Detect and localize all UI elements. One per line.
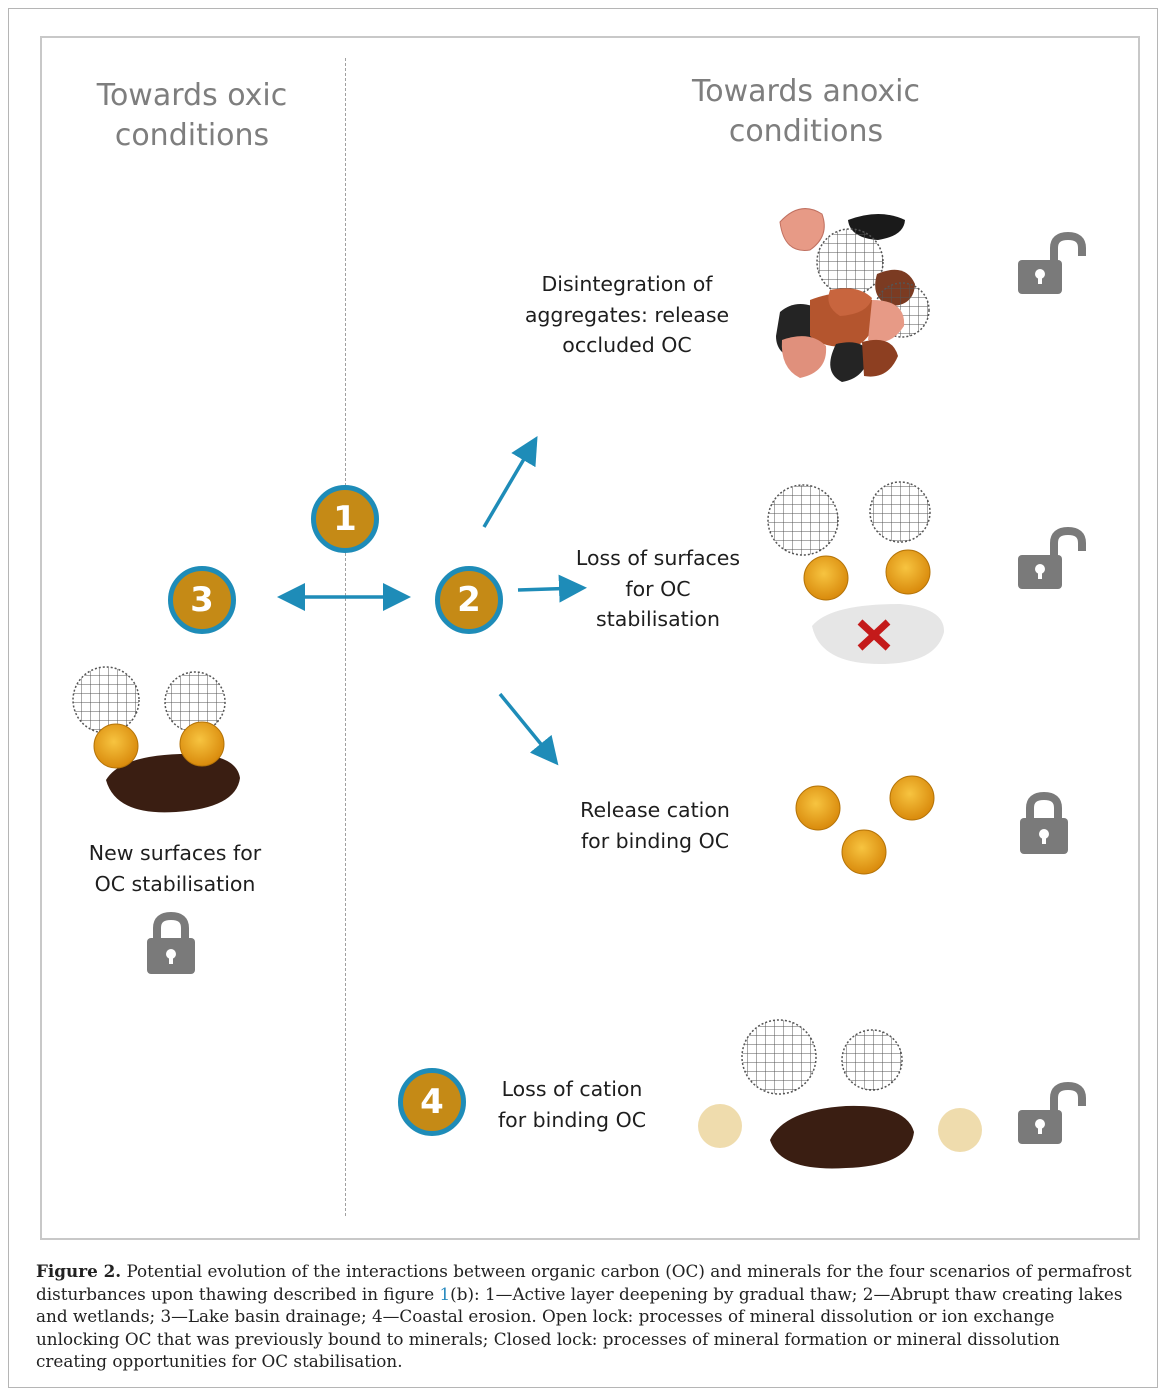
caption-figure-label: Figure 2. [36, 1261, 122, 1281]
label-disintegration: Disintegration of aggregates: release oc… [512, 269, 742, 361]
badge-3: 3 [168, 566, 236, 634]
label-new-surfaces-line1: New surfaces for [88, 841, 262, 865]
label-loss-cation-line1: Loss of cation [501, 1077, 643, 1101]
illustrations-layer [72, 208, 982, 1169]
loss-of-surfaces-illustration [767, 481, 945, 664]
arrows-layer [277, 435, 587, 766]
caption-text-part2: (b): 1—Active layer deepening by gradual… [36, 1283, 1123, 1372]
heading-anoxic: Towards anoxic conditions [656, 72, 956, 152]
released-cations-illustration [795, 775, 935, 875]
heading-oxic-line1: Towards oxic [96, 78, 288, 113]
heading-oxic: Towards oxic conditions [62, 76, 322, 156]
heading-anoxic-line1: Towards anoxic [692, 74, 920, 109]
label-release-cation: Release cation for binding OC [562, 795, 748, 856]
label-new-surfaces-line2: OC stabilisation [94, 871, 256, 896]
label-release-cation-line1: Release cation [580, 798, 730, 822]
label-loss-cation-line2: for binding OC [497, 1107, 647, 1132]
loss-of-cation-illustration [698, 1019, 982, 1169]
cross-icon [857, 619, 891, 651]
closed-lock-icon [147, 911, 195, 974]
aggregate-cluster-illustration [776, 208, 930, 382]
new-surfaces-illustration [72, 666, 240, 813]
arrow-to-disintegration [482, 435, 538, 528]
label-loss-surfaces-line3: stabilisation [596, 607, 720, 631]
label-disintegration-line2: aggregates: release [524, 302, 730, 327]
heading-oxic-line2: conditions [114, 118, 270, 153]
caption-text-part1: Potential evolution of the interactions … [36, 1261, 1132, 1304]
arrow-to-release-cation [498, 692, 559, 766]
open-lock-icon [1018, 526, 1086, 589]
label-loss-surfaces-line2: for OC [625, 576, 691, 601]
label-loss-surfaces-line1: Loss of surfaces [575, 546, 741, 570]
open-lock-icon [1018, 231, 1086, 294]
label-release-cation-line2: for binding OC [580, 828, 730, 853]
badge-2: 2 [435, 566, 503, 634]
dashed-divider [345, 58, 346, 1216]
figure-frame [8, 8, 1158, 1388]
arrow-to-loss-surfaces [517, 574, 587, 603]
caption-figure-reference-link[interactable]: 1 [439, 1283, 451, 1304]
label-loss-cation: Loss of cation for binding OC [482, 1074, 662, 1135]
badge-4: 4 [398, 1068, 466, 1136]
label-loss-surfaces: Loss of surfaces for OC stabilisation [558, 543, 758, 635]
label-disintegration-line1: Disintegration of [541, 272, 713, 296]
figure-panel [40, 36, 1140, 1240]
label-disintegration-line3: occluded OC [562, 333, 692, 357]
closed-lock-icon [1020, 791, 1068, 854]
label-new-surfaces: New surfaces for OC stabilisation [78, 838, 272, 899]
badge-1: 1 [311, 485, 379, 553]
figure-caption: Figure 2. Potential evolution of the int… [36, 1260, 1136, 1373]
heading-anoxic-line2: conditions [728, 114, 884, 149]
open-lock-icon [1018, 1081, 1086, 1144]
